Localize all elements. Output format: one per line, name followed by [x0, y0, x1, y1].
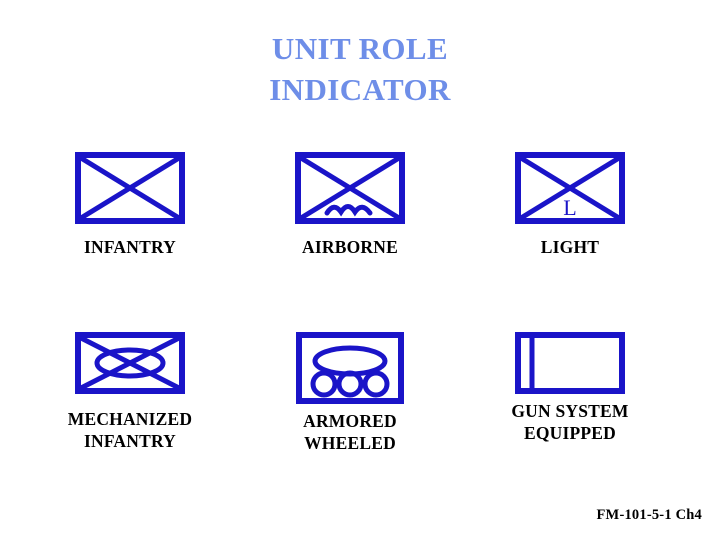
symbol-label-gun-system-equipped: GUN SYSTEM EQUIPPED — [511, 401, 629, 444]
armored-wheeled-symbol-wrap — [250, 332, 450, 404]
infantry-symbol-wrap — [20, 152, 240, 224]
symbol-cell-mechanized-infantry: MECHANIZED INFANTRY — [20, 332, 240, 453]
gun-system-equipped-symbol-wrap — [470, 332, 670, 394]
mechanized-infantry-symbol — [75, 332, 185, 394]
symbol-cell-gun-system-equipped: GUN SYSTEM EQUIPPED — [470, 332, 670, 445]
symbol-label-infantry: INFANTRY — [83, 237, 177, 257]
symbol-label-light: LIGHT — [540, 237, 600, 257]
light-inner-letter: L — [563, 195, 576, 220]
page-title-line-1: UNIT ROLE — [271, 31, 449, 66]
symbol-cell-infantry: INFANTRY — [20, 152, 240, 258]
symbol-cell-armored-wheeled: ARMORED WHEELED — [250, 332, 450, 455]
light-symbol: L — [515, 152, 625, 224]
symbol-label-mechanized-infantry: MECHANIZED INFANTRY — [67, 409, 193, 452]
page-title-line-2: INDICATOR — [269, 72, 451, 108]
airborne-symbol-wrap — [250, 152, 450, 224]
gun-system-equipped-symbol — [515, 332, 625, 394]
light-symbol-wrap: L — [470, 152, 670, 224]
symbol-label-airborne: AIRBORNE — [302, 237, 398, 257]
infantry-symbol — [75, 152, 185, 224]
symbol-label-armored-wheeled: ARMORED WHEELED — [303, 411, 397, 454]
page-title: UNIT ROLE INDICATOR — [0, 28, 720, 110]
armored-wheeled-symbol — [296, 332, 404, 404]
symbol-cell-light: L LIGHT — [470, 152, 670, 258]
mechanized-infantry-symbol-wrap — [20, 332, 240, 394]
footer-reference: FM-101-5-1 Ch4 — [596, 507, 702, 523]
symbol-cell-airborne: AIRBORNE — [250, 152, 450, 258]
airborne-symbol — [295, 152, 405, 224]
